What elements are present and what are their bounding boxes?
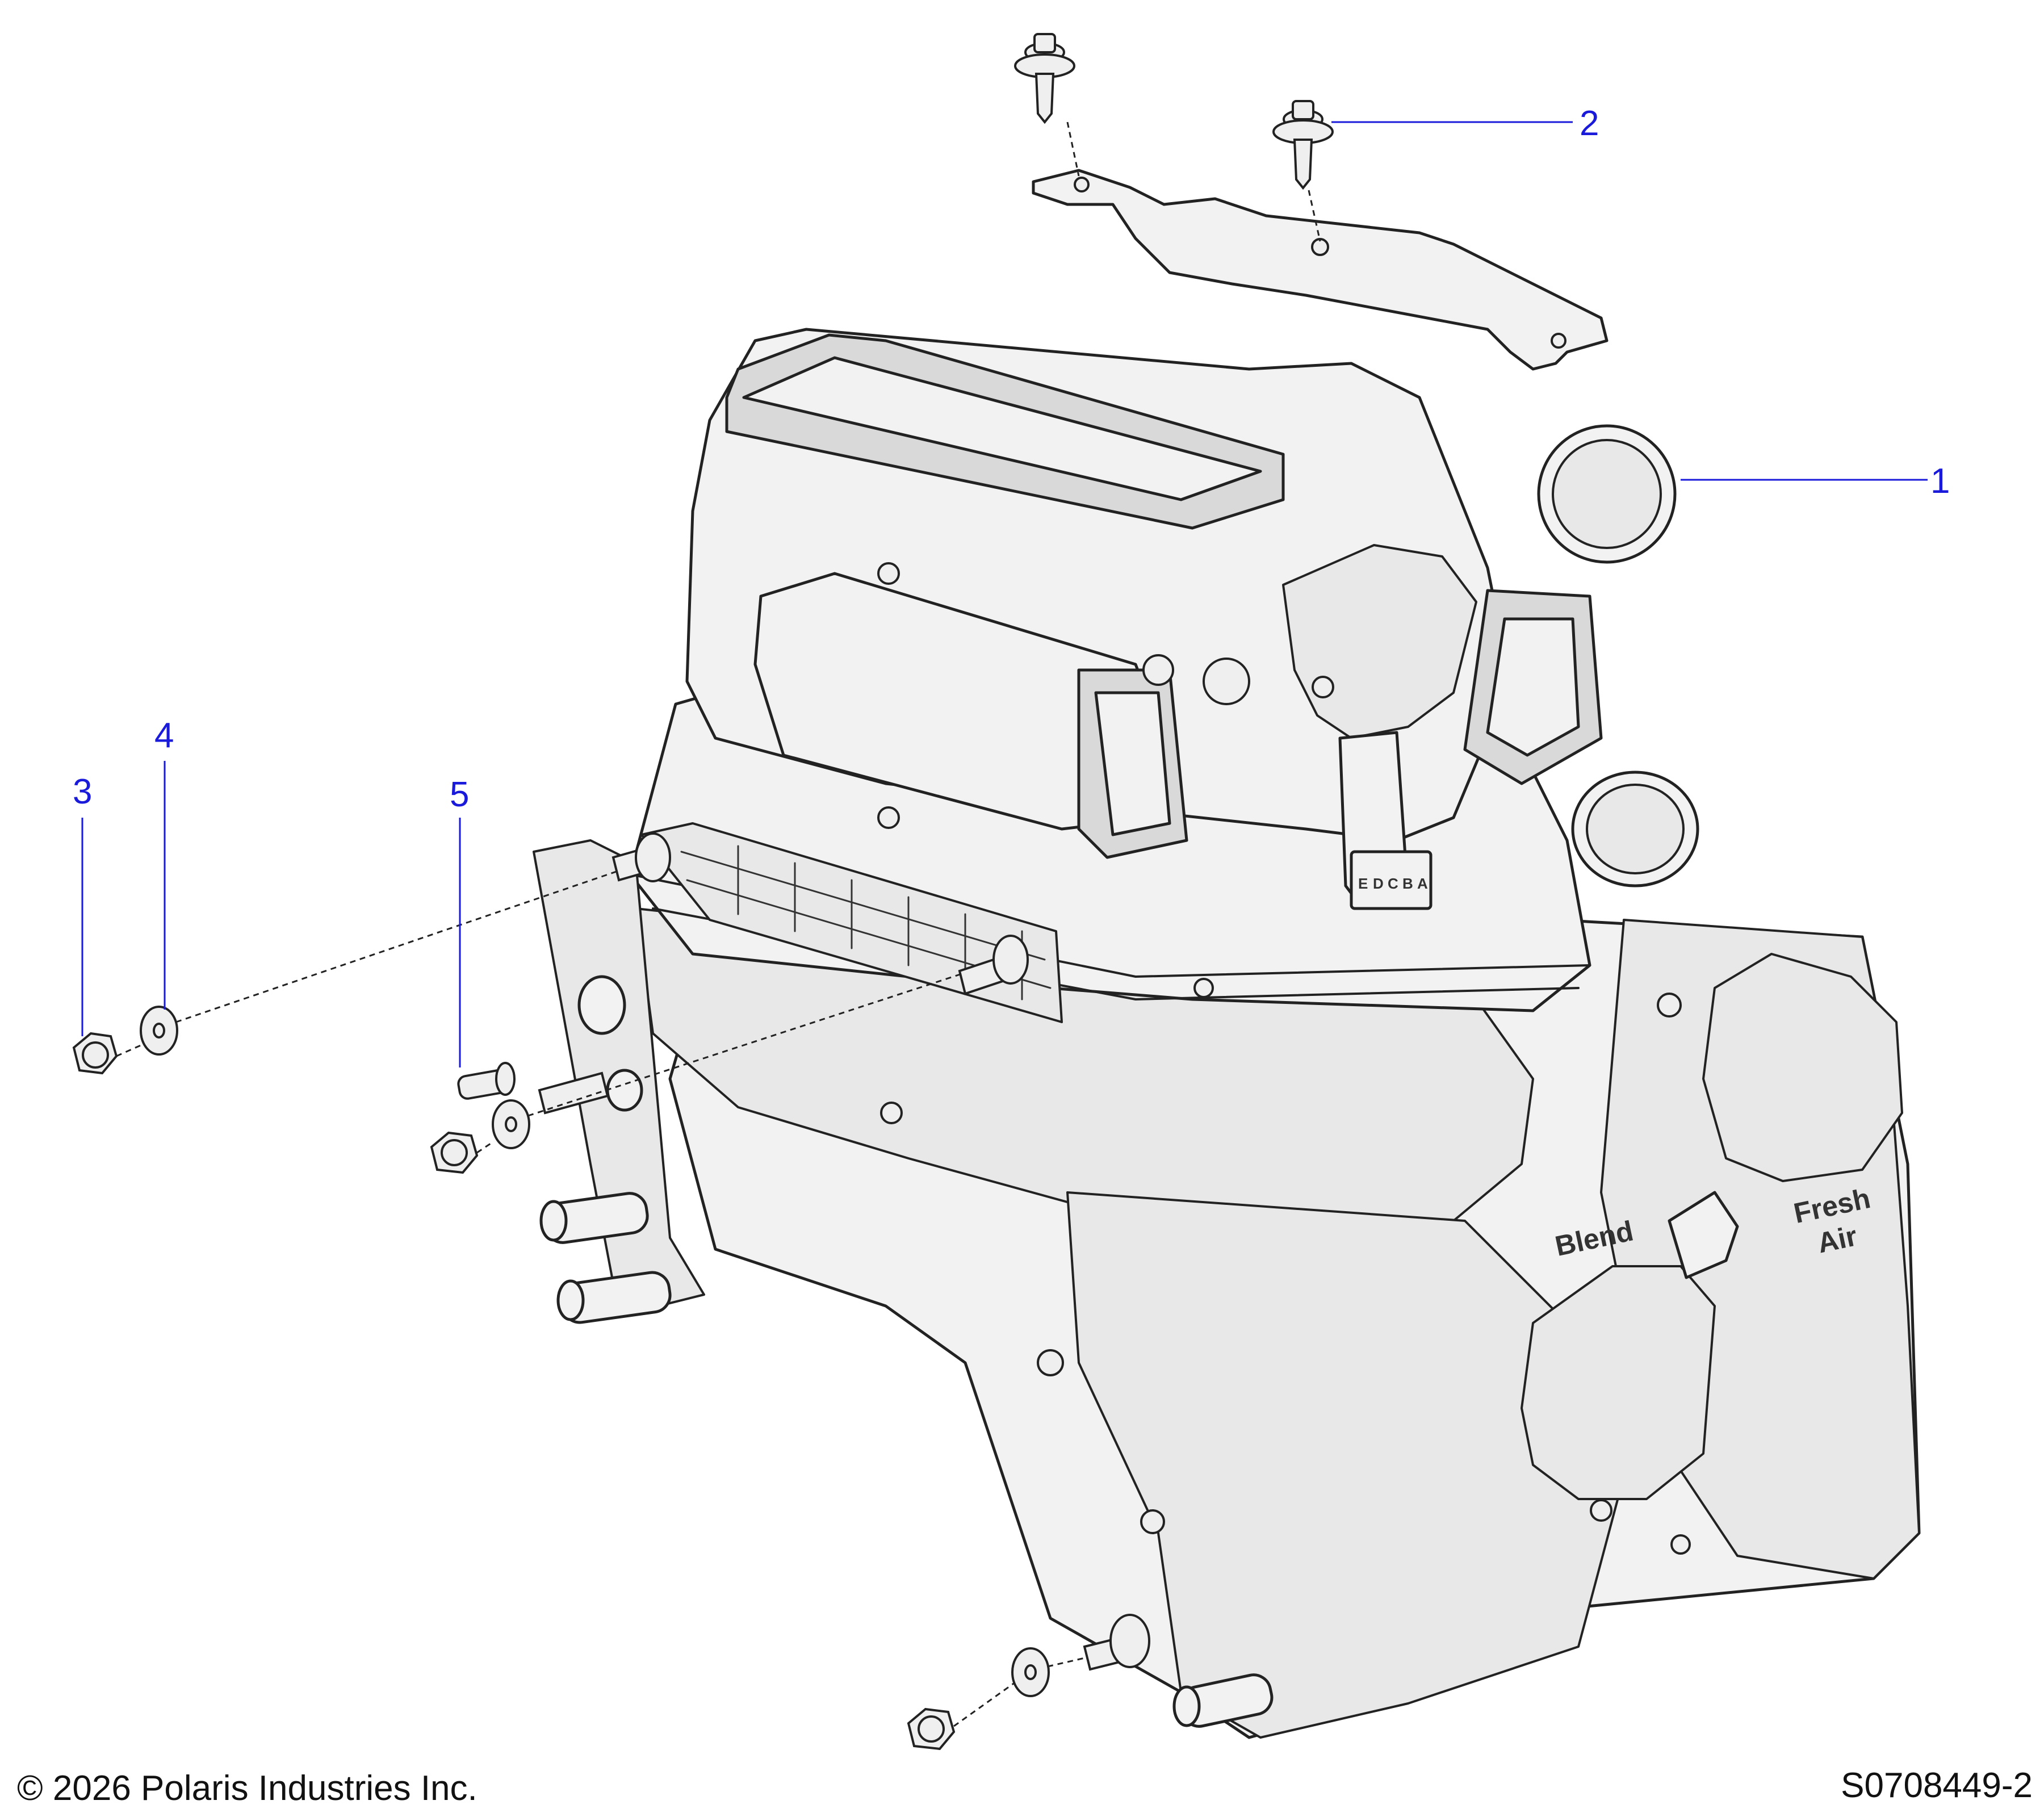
callout-3: 3	[73, 772, 92, 811]
washer-bottom	[1011, 1647, 1050, 1697]
figure-id: S0708449-2	[1841, 1766, 2033, 1805]
pin-e-label: E	[1358, 875, 1368, 892]
callout-4: 4	[154, 716, 174, 755]
bracket-screw-left	[1014, 33, 1080, 177]
flange-nut-bottom	[907, 1707, 956, 1751]
copyright-notice: © 2026 Polaris Industries Inc.	[17, 1769, 478, 1808]
callout-1: 1	[1930, 462, 1950, 501]
blend-door-actuator	[1521, 1191, 1739, 1500]
heater-pipes	[539, 1192, 1274, 1728]
callout-leaders	[81, 121, 1928, 1067]
pin-a-label: A	[1417, 875, 1428, 892]
actuator-connector: E D C B A	[1350, 850, 1433, 910]
callout-2: 2	[1580, 104, 1599, 143]
pin-b-label: B	[1402, 875, 1413, 892]
flange-nut-3	[72, 1032, 118, 1075]
pin-d-label: D	[1373, 875, 1384, 892]
stud-middle	[958, 935, 1029, 995]
recirc-door-actuator	[1702, 953, 1903, 1182]
washer-lower-left	[492, 1099, 530, 1149]
stud-bottom	[1083, 1614, 1150, 1671]
hvac-housing-assembly: E D C B A Blend Fresh Air	[533, 169, 1921, 1739]
screw-5	[457, 1062, 516, 1100]
washer-4	[140, 1006, 178, 1056]
bracket-screw-right	[1272, 100, 1334, 242]
stud-upper	[611, 832, 671, 882]
flange-nut-lower-left	[430, 1131, 479, 1174]
callout-5: 5	[450, 775, 469, 814]
stud-lower-left	[538, 1071, 609, 1115]
pin-c-label: C	[1388, 875, 1398, 892]
